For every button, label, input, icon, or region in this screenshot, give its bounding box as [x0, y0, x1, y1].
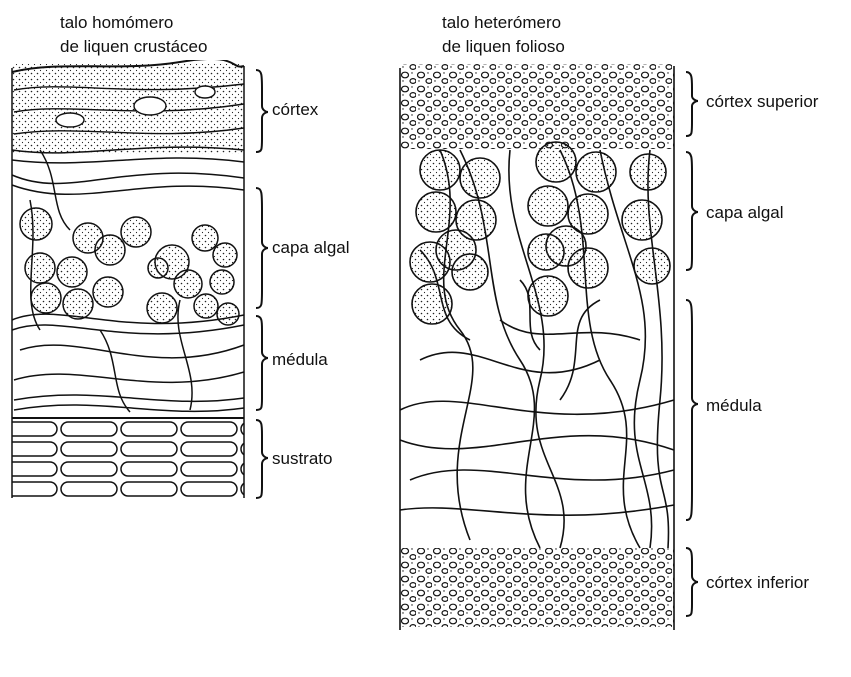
left-title-line2: de liquen crustáceo [60, 37, 207, 57]
brace-lower-cortex [686, 548, 698, 616]
brace-substrate [256, 420, 268, 498]
right-rhizines [427, 630, 640, 676]
left-cortex-layer [12, 59, 244, 154]
label-upper-cortex: córtex superior [706, 92, 818, 112]
label-medulla-left: médula [272, 350, 328, 370]
right-lower-cortex-layer [400, 548, 674, 633]
left-substrate-layer [12, 418, 244, 498]
right-title-line1: talo heterómero [442, 13, 561, 33]
label-substrate: sustrato [272, 449, 332, 469]
left-title-line1: talo homómero [60, 13, 173, 33]
label-algal-layer-left: capa algal [272, 238, 350, 258]
brace-algal [256, 188, 268, 308]
heteromerous-thallus [400, 64, 674, 676]
homomerous-thallus [12, 59, 244, 498]
right-braces [686, 72, 698, 616]
brace-right-algal [686, 152, 698, 270]
brace-medulla [256, 316, 268, 410]
right-algal-cells [410, 142, 670, 324]
right-upper-cortex-layer [400, 64, 674, 149]
label-lower-cortex: córtex inferior [706, 573, 809, 593]
left-algal-cells [20, 208, 239, 325]
brace-right-medulla [686, 300, 698, 520]
brace-cortex [256, 70, 268, 152]
label-algal-layer-right: capa algal [706, 203, 784, 223]
left-braces [256, 70, 268, 498]
right-title-line2: de liquen folioso [442, 37, 565, 57]
brace-upper-cortex [686, 72, 698, 136]
label-medulla-right: médula [706, 396, 762, 416]
label-cortex: córtex [272, 100, 318, 120]
